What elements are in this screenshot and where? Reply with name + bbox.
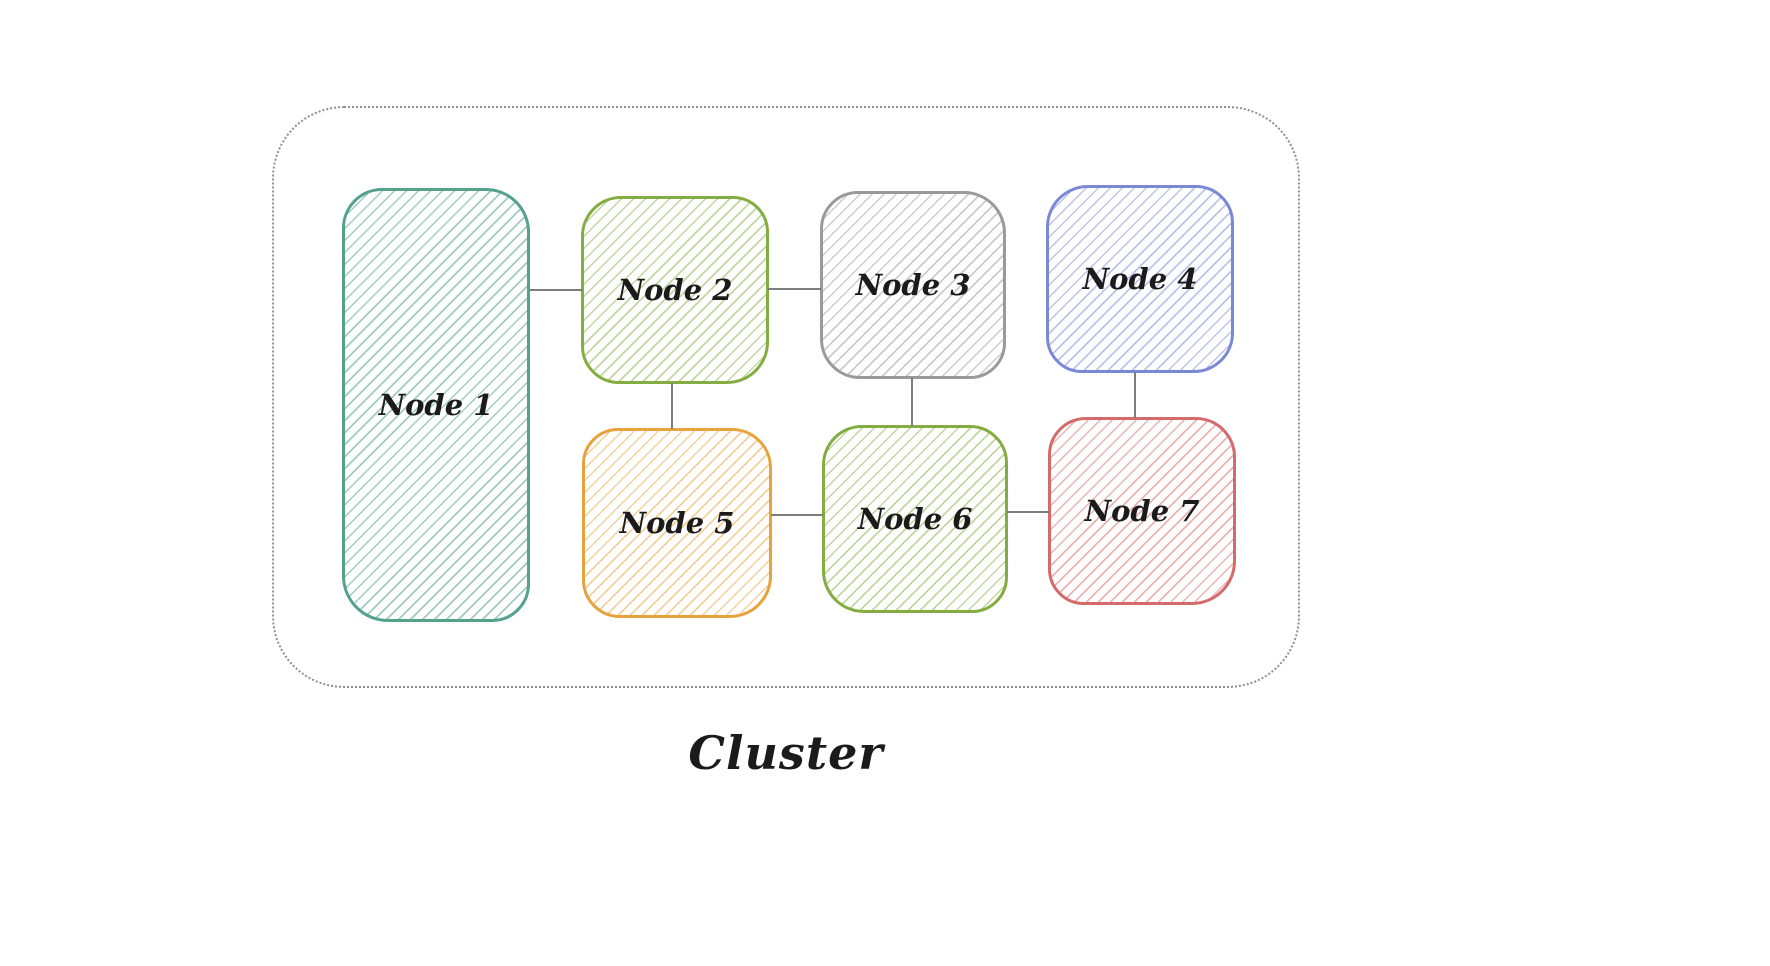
cluster-container xyxy=(272,106,1300,688)
edge-node4-node7 xyxy=(1134,372,1136,418)
node-5-label: Node 5 xyxy=(619,506,735,540)
node-7-label: Node 7 xyxy=(1084,494,1200,528)
node-5: Node 5 xyxy=(582,428,772,618)
edge-node1-node2 xyxy=(530,289,582,291)
node-4-label: Node 4 xyxy=(1082,262,1198,296)
node-6-label: Node 6 xyxy=(857,502,973,536)
edge-node2-node3 xyxy=(768,288,821,290)
node-6: Node 6 xyxy=(822,425,1008,613)
edge-node6-node7 xyxy=(1007,511,1049,513)
node-2-label: Node 2 xyxy=(617,273,733,307)
edge-node5-node6 xyxy=(771,514,823,516)
node-1: Node 1 xyxy=(342,188,530,622)
edge-node2-node5 xyxy=(671,383,673,429)
node-7: Node 7 xyxy=(1048,417,1236,605)
node-3-label: Node 3 xyxy=(855,268,971,302)
node-3: Node 3 xyxy=(820,191,1006,379)
node-2: Node 2 xyxy=(581,196,769,384)
cluster-label: Cluster xyxy=(688,726,884,780)
node-4: Node 4 xyxy=(1046,185,1234,373)
edge-node3-node6 xyxy=(911,378,913,426)
node-1-label: Node 1 xyxy=(378,388,494,422)
